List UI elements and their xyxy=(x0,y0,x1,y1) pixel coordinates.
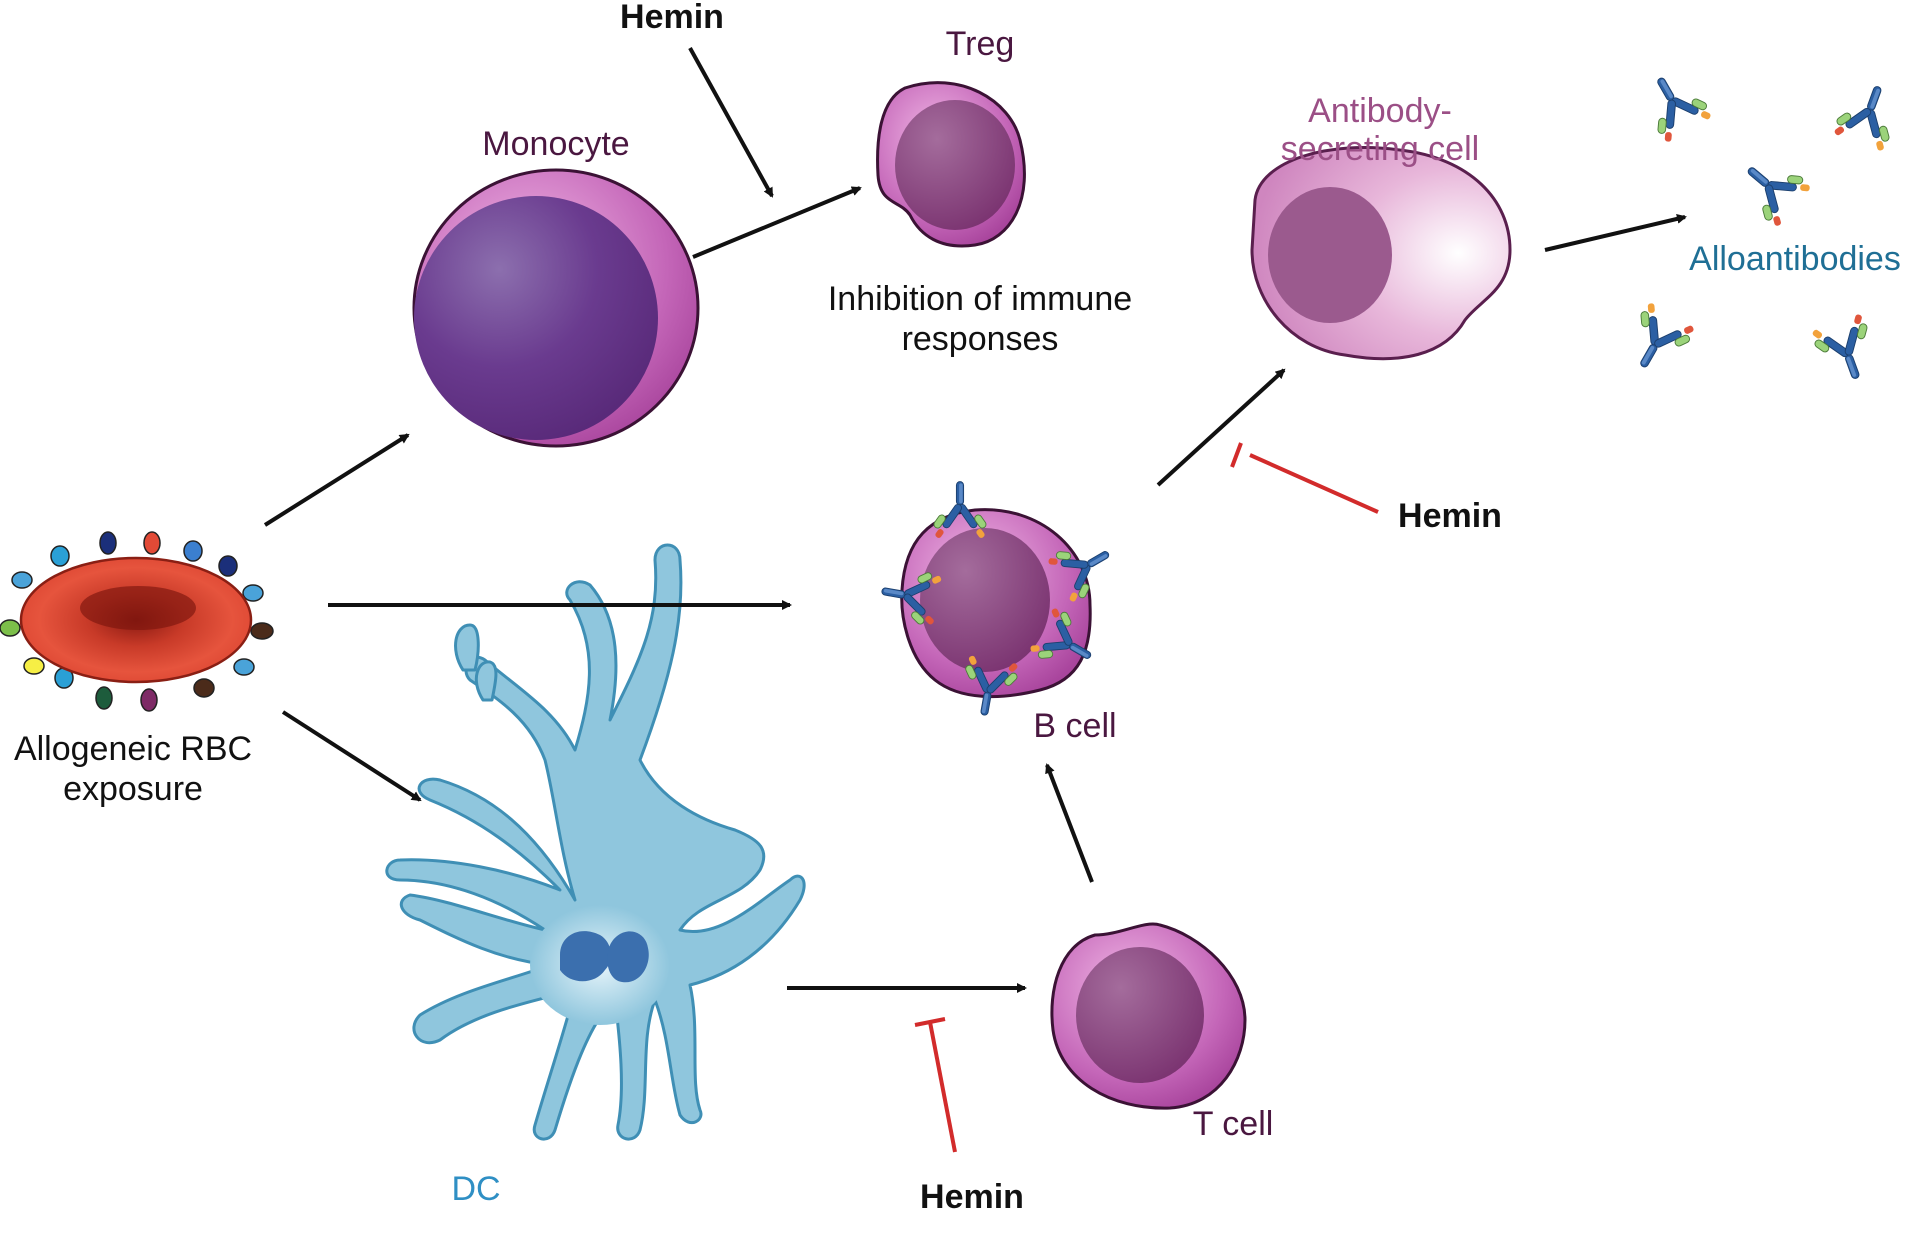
inhibition-lines xyxy=(914,442,1379,1153)
arrow-monocyte-to-treg xyxy=(692,186,862,259)
bcell-label: B cell xyxy=(1033,707,1116,745)
treg-label: Treg xyxy=(946,25,1015,63)
rbc-label-line2: exposure xyxy=(63,770,203,808)
alloantibodies-label: Alloantibodies xyxy=(1689,240,1901,278)
free-alloantibodies xyxy=(1613,61,1911,391)
tcell-label: T cell xyxy=(1193,1105,1274,1143)
dendritic-cell xyxy=(385,543,806,1141)
treg-cell xyxy=(876,81,1026,248)
inhibition-asc-stem xyxy=(1249,453,1379,514)
hemin-treg-label: Hemin xyxy=(620,0,724,36)
hemin-dc-label: Hemin xyxy=(920,1178,1024,1216)
monocyte-cell xyxy=(412,168,700,448)
arrow-asc-to-alloantibodies xyxy=(1544,213,1687,252)
arrow-rbc-to-monocyte xyxy=(263,433,410,527)
asc-label-line1: Antibody- xyxy=(1308,92,1452,130)
dc-label: DC xyxy=(451,1170,500,1208)
rbc-label-line1: Allogeneic RBC xyxy=(14,730,252,768)
treg-note-line2: responses xyxy=(902,320,1059,358)
rbc-cell xyxy=(0,531,274,712)
monocyte-label: Monocyte xyxy=(482,125,629,163)
inhibition-dc-stem xyxy=(928,1021,957,1153)
t-cell xyxy=(1050,922,1247,1110)
treg-note-line1: Inhibition of immune xyxy=(828,280,1132,318)
activation-arrows xyxy=(263,47,1687,993)
hemin-asc-label: Hemin xyxy=(1398,497,1502,535)
inhibition-dc-bar xyxy=(914,1017,946,1027)
b-cell xyxy=(876,481,1125,721)
arrow-bcell-to-asc xyxy=(1156,368,1286,487)
asc-label-line2: secreting cell xyxy=(1281,130,1479,168)
arrow-tcell-to-bcell xyxy=(1045,763,1094,883)
arrow-rbc-to-dc xyxy=(281,710,422,802)
arrow-hemin-to-treg xyxy=(688,47,774,198)
antibody-secreting-cell xyxy=(1250,146,1512,361)
inhibition-asc-bar xyxy=(1230,442,1243,468)
